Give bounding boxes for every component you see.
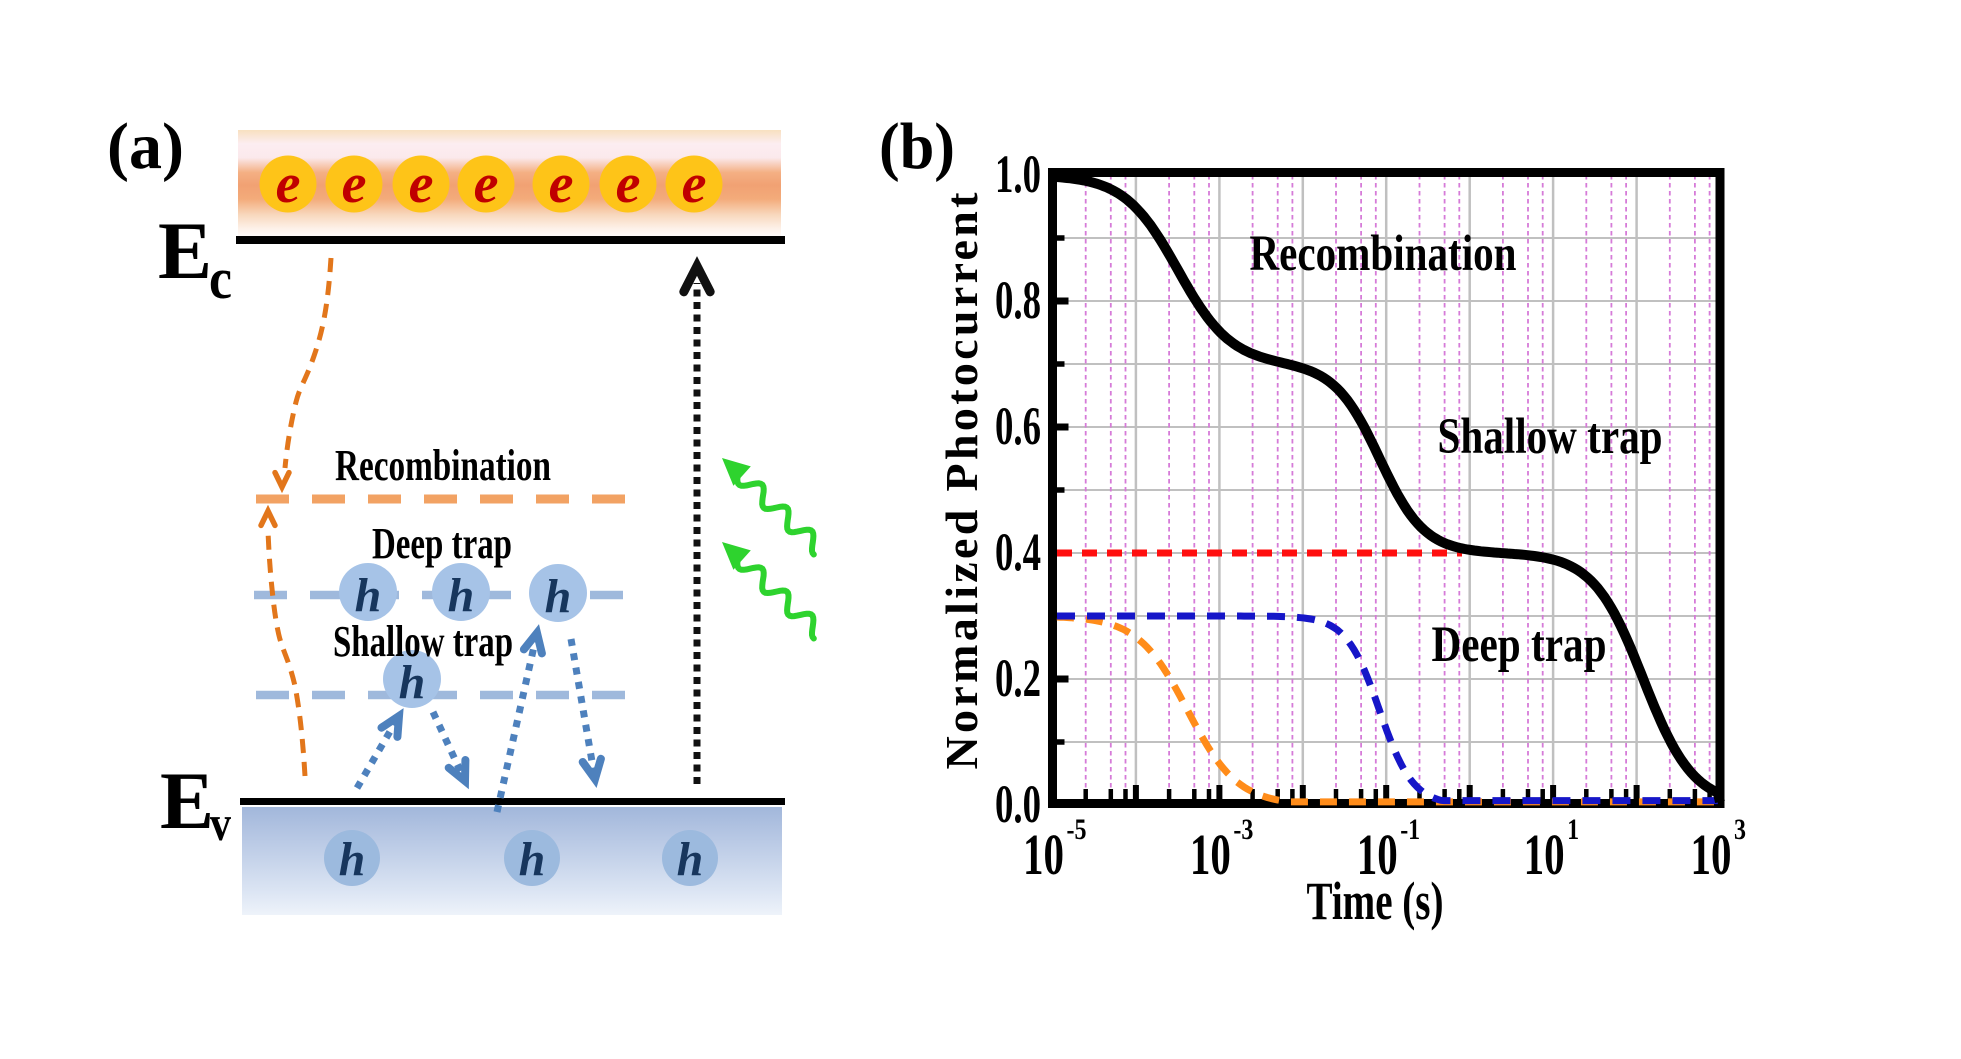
svg-text:(a): (a) — [107, 110, 184, 183]
svg-text:10: 10 — [1524, 822, 1565, 887]
svg-text:E: E — [158, 205, 212, 296]
svg-text:Recombination: Recombination — [1250, 226, 1517, 282]
svg-text:Time (s): Time (s) — [1307, 871, 1444, 931]
svg-text:e: e — [682, 153, 707, 215]
svg-text:h: h — [448, 569, 475, 622]
svg-text:-5: -5 — [1067, 813, 1087, 846]
svg-text:h: h — [677, 833, 704, 886]
svg-text:Recombination: Recombination — [335, 441, 551, 490]
svg-text:Deep trap: Deep trap — [372, 519, 512, 568]
svg-text:v: v — [210, 795, 231, 851]
svg-text:-1: -1 — [1400, 813, 1420, 846]
svg-text:0.4: 0.4 — [995, 522, 1041, 582]
svg-text:Shallow trap: Shallow trap — [333, 617, 513, 666]
svg-text:0.0: 0.0 — [995, 774, 1041, 834]
svg-text:10: 10 — [1691, 822, 1732, 887]
svg-text:e: e — [474, 153, 499, 215]
svg-text:h: h — [399, 656, 426, 709]
svg-text:e: e — [549, 153, 574, 215]
svg-text:-3: -3 — [1233, 813, 1253, 846]
svg-text:h: h — [355, 569, 382, 622]
svg-text:3: 3 — [1734, 813, 1746, 846]
svg-text:Deep trap: Deep trap — [1432, 617, 1607, 673]
svg-text:h: h — [519, 833, 546, 886]
svg-text:e: e — [616, 153, 641, 215]
svg-text:e: e — [409, 153, 434, 215]
svg-text:0.8: 0.8 — [995, 270, 1041, 330]
svg-text:0.6: 0.6 — [995, 396, 1041, 456]
svg-text:(b): (b) — [879, 110, 955, 183]
svg-text:Normalized Photocurrent: Normalized Photocurrent — [936, 192, 987, 770]
svg-text:h: h — [339, 833, 366, 886]
svg-text:E: E — [160, 755, 214, 846]
svg-text:h: h — [545, 570, 572, 623]
svg-text:e: e — [342, 153, 367, 215]
svg-text:10: 10 — [1357, 822, 1398, 887]
svg-text:1.0: 1.0 — [995, 144, 1041, 204]
svg-text:e: e — [276, 153, 301, 215]
svg-text:Shallow trap: Shallow trap — [1438, 409, 1663, 465]
svg-text:0.2: 0.2 — [995, 648, 1041, 708]
svg-text:1: 1 — [1567, 813, 1579, 846]
svg-text:c: c — [209, 246, 232, 311]
svg-text:10: 10 — [1023, 822, 1064, 887]
svg-text:10: 10 — [1190, 822, 1231, 887]
